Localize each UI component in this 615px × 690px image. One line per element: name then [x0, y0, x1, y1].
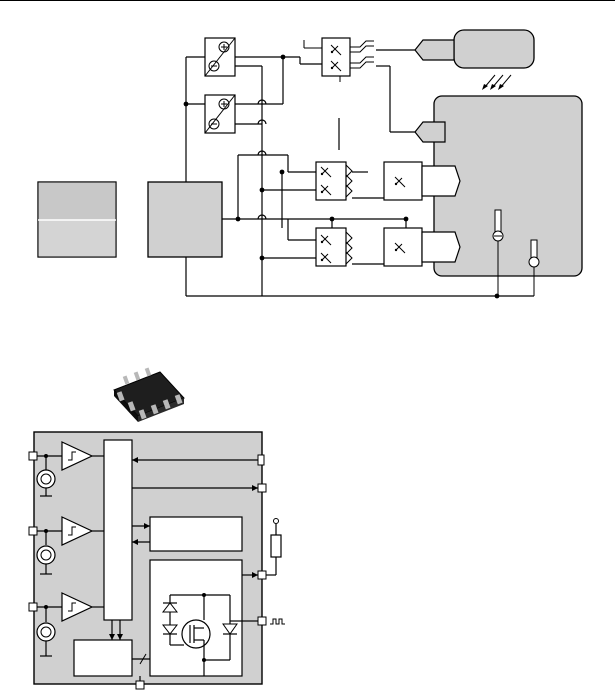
channel-a-stage-2 [383, 161, 423, 201]
top-system-diagram [37, 29, 583, 299]
input-stage-3 [28, 592, 104, 657]
soic-package-image [113, 367, 185, 422]
bottom-ic-block-diagram [28, 431, 285, 690]
output-driver-block [149, 559, 285, 677]
bottom-logic-block [73, 639, 133, 677]
emitter-block [414, 29, 535, 90]
switch-block-top [303, 37, 374, 82]
input-stage-2 [28, 516, 104, 575]
pullup-resistor [264, 518, 282, 576]
channel-b-stage-2 [383, 227, 423, 267]
channel-a-stage-1 [315, 161, 353, 201]
input-stage-1 [28, 441, 104, 497]
logic-column [103, 439, 133, 621]
channel-b-stage-1 [315, 227, 353, 267]
comparator-2 [204, 94, 236, 134]
top-rule [0, 0, 615, 1]
controller-block [147, 181, 223, 258]
left-gray-block [37, 181, 117, 258]
comparator-1 [204, 37, 236, 77]
target-panel [414, 95, 583, 296]
register-block [149, 516, 243, 552]
